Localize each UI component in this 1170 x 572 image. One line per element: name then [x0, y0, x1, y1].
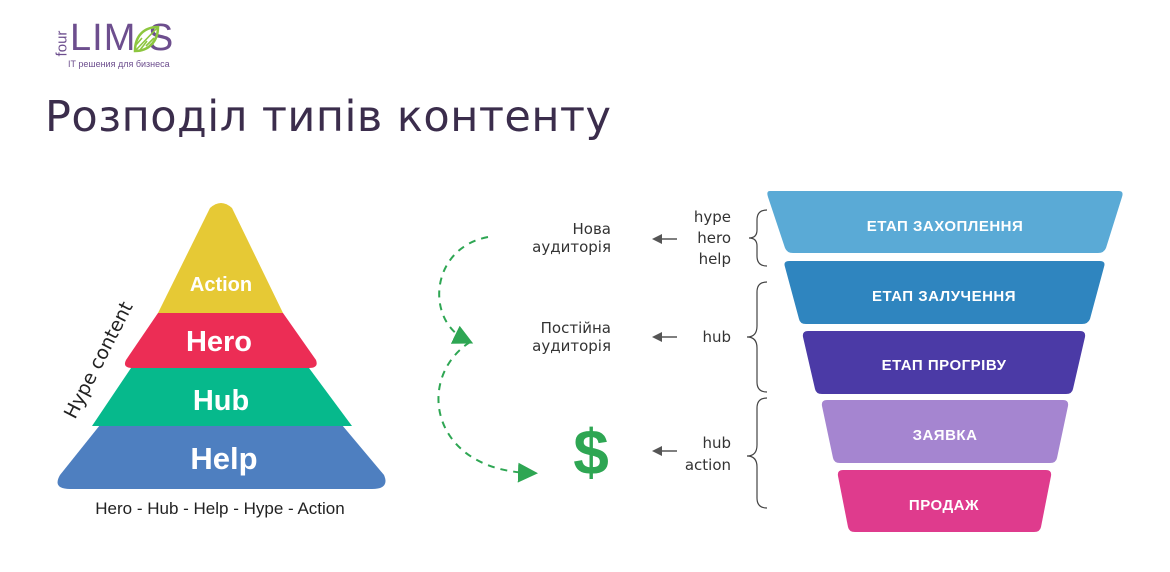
lime-slice-icon	[133, 25, 160, 53]
content-group-1-line2: hero	[697, 229, 731, 247]
pyramid-level-action	[158, 203, 283, 313]
content-group-1: hype hero help	[694, 208, 731, 268]
curly-braces	[746, 209, 768, 509]
brace-stages-4-5	[746, 397, 768, 509]
funnel-stage-warmup	[802, 331, 1086, 394]
audience-regular-line1: Постійна	[541, 319, 611, 337]
pyramid-label-hero: Hero	[186, 326, 252, 358]
pyramid-label-help: Help	[190, 441, 257, 476]
logo-subtitle: IT решения для бизнеса	[68, 59, 170, 69]
funnel-stage-capture	[767, 191, 1123, 253]
funnel-stage-sale	[837, 470, 1052, 532]
pyramid-label-hub: Hub	[193, 385, 249, 417]
pyramid-level-help	[57, 425, 386, 489]
arrow-left-icon	[652, 446, 677, 456]
funnel-label-engagement: ЕТАП ЗАЛУЧЕННЯ	[872, 288, 1016, 305]
funnel-stage-engagement	[784, 261, 1105, 324]
pyramid-level-hub	[92, 368, 352, 426]
content-pyramid: Action Hero Hub Help Hype content Hero -…	[57, 203, 386, 518]
logo: four LIM S IT решения для бизнеса	[48, 14, 198, 76]
content-group-3-line1: hub	[702, 434, 731, 452]
audience-flow-arrows	[437, 236, 538, 483]
audience-regular-line2: аудиторія	[532, 337, 611, 355]
sales-funnel: ЕТАП ЗАХОПЛЕННЯ ЕТАП ЗАЛУЧЕННЯ ЕТАП ПРОГ…	[767, 191, 1123, 532]
funnel-label-warmup: ЕТАП ПРОГРІВУ	[882, 357, 1007, 374]
arrow-left-icon	[652, 234, 677, 244]
flow-arrow-new-to-regular	[438, 236, 489, 344]
brace-stages-2-3	[746, 281, 768, 393]
pyramid-label-action: Action	[190, 274, 252, 296]
content-group-2-line1: hub	[702, 328, 731, 346]
dollar-icon: $	[573, 416, 609, 488]
content-group-1-line1: hype	[694, 208, 731, 226]
content-to-audience-arrows	[652, 234, 677, 456]
brace-stage-1	[748, 209, 768, 267]
funnel-label-request: ЗАЯВКА	[913, 427, 978, 444]
flow-arrow-regular-to-sale	[437, 341, 538, 483]
audience-new: Нова аудиторія	[532, 220, 611, 256]
audience-new-line1: Нова	[573, 220, 612, 238]
content-group-3-line2: action	[685, 456, 731, 474]
content-group-1-line3: help	[699, 250, 731, 268]
page-title: Розподіл типів контенту	[45, 92, 612, 142]
pyramid-level-hero	[124, 313, 317, 368]
arrow-left-icon	[652, 332, 677, 342]
audience-regular: Постійна аудиторія	[532, 319, 611, 355]
pyramid-caption: Hero - Hub - Help - Hype - Action	[95, 499, 344, 518]
funnel-stage-request	[821, 400, 1069, 463]
content-group-3: hub action	[685, 434, 731, 474]
funnel-label-sale: ПРОДАЖ	[909, 497, 979, 514]
funnel-label-capture: ЕТАП ЗАХОПЛЕННЯ	[867, 218, 1024, 235]
audience-new-line2: аудиторія	[532, 238, 611, 256]
